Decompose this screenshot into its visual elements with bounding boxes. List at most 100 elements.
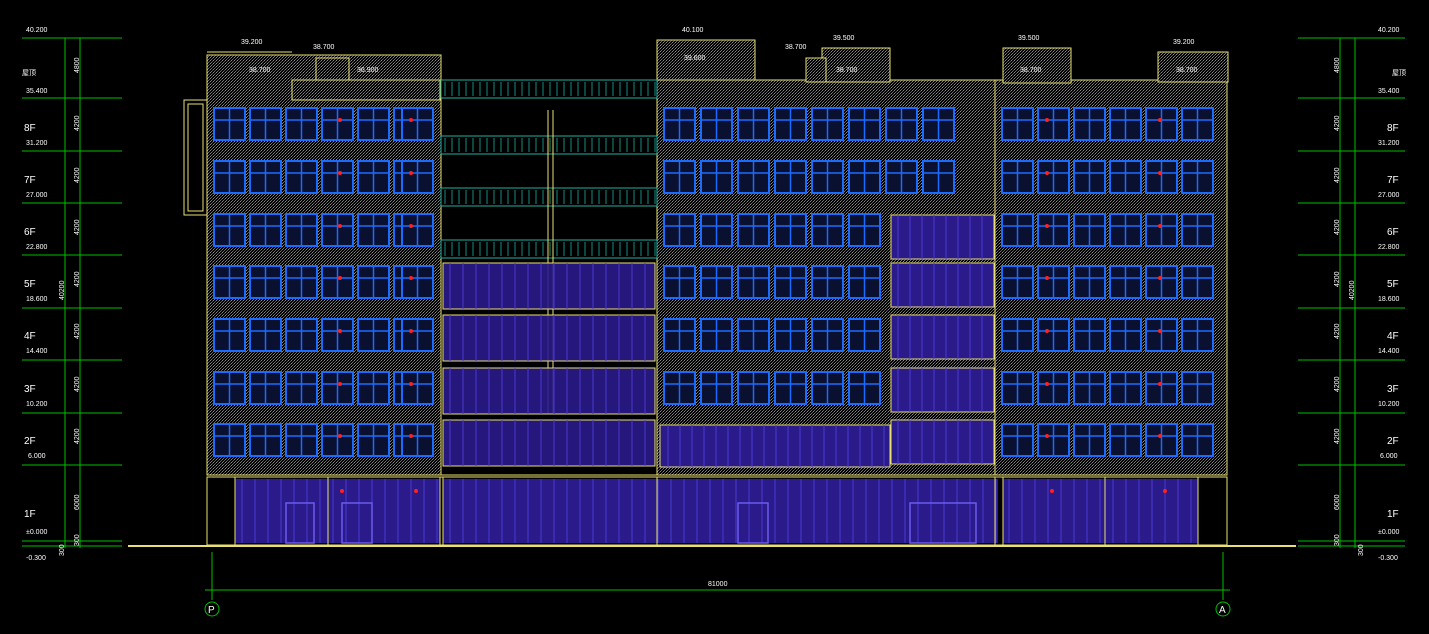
side-balcony-frame [183,99,208,216]
left-elev-9: ±0.000 [26,529,47,536]
door-marker [1163,489,1167,493]
roof-tag-7-bottom: 38.700 [1176,67,1198,74]
hatched-wall [1002,47,1072,84]
left-elev-0: 40.200 [26,27,48,34]
right-dim-0: 4800 [1334,57,1341,73]
right-floor-7f: 7F [1387,175,1399,186]
entrance-door [737,502,769,544]
railing-band [440,135,658,155]
storefront-glass [443,479,998,543]
window-marker [409,224,413,228]
right-total-dim: 40200 [1349,280,1356,300]
atrium-curtain-wall [442,314,656,362]
storefront-glass [235,479,440,543]
left-floor-8f: 8F [24,123,36,134]
window-marker [409,118,413,122]
right-elev-2: 31.200 [1378,140,1400,147]
left-floor-1f: 1F [24,509,36,520]
entrance-door [341,502,373,544]
axis-bubble-right[interactable] [1215,601,1231,617]
left-elev-10: -0.300 [26,555,46,562]
roof-tag-5-bottom: 38.700 [836,67,858,74]
left-floor-4f: 4F [24,331,36,342]
left-floor-7f: 7F [24,175,36,186]
roof-tag-0-top: 39.200 [241,39,263,46]
left-floor-2f: 2F [24,436,36,447]
window-marker [338,171,342,175]
right-dim-7: 4200 [1334,428,1341,444]
right-elev-9: ±0.000 [1378,529,1399,536]
atrium-curtain-wall [442,367,656,415]
window-marker [1045,118,1049,122]
right-elev-4: 22.800 [1378,244,1400,251]
mid-curtain-wall [890,262,995,308]
roof-tag-7-top: 39.200 [1173,39,1195,46]
right-dim-9b: 300 [1358,544,1365,556]
left-elev-1: 35.400 [26,88,48,95]
mid-curtain-wall [890,214,995,260]
window-marker [409,276,413,280]
window-marker [1158,329,1162,333]
right-floor-3f: 3F [1387,384,1399,395]
window-marker [338,118,342,122]
hatched-wall [315,57,350,83]
window-marker [1045,329,1049,333]
right-elev-7: 10.200 [1378,401,1400,408]
right-dim-2: 4200 [1334,167,1341,183]
window-marker [409,382,413,386]
right-dim-6: 4200 [1334,376,1341,392]
entrance-door [909,502,977,544]
left-floor-roof: 屋顶 [22,69,36,77]
left-total-dim: 40200 [59,280,66,300]
right-vertical-dims: 4800 4200 4200 4200 4200 4200 4200 4200 … [1334,57,1365,556]
left-elev-5: 18.600 [26,296,48,303]
window-marker [1158,171,1162,175]
window-marker [1045,434,1049,438]
right-elev-5: 18.600 [1378,296,1400,303]
right-elev-8: 6.000 [1380,453,1398,460]
right-dim-9: 300 [1334,534,1341,546]
atrium-curtain-wall [442,419,656,467]
right-floor-5f: 5F [1387,279,1399,290]
left-dim-7: 4200 [74,428,81,444]
railing-band [440,187,658,207]
window-marker [1158,224,1162,228]
axis-bubble-left[interactable] [204,601,220,617]
door-marker [414,489,418,493]
right-floor-6f: 6F [1387,227,1399,238]
mid-curtain-wall [890,419,995,465]
mid-curtain-wall [890,314,995,360]
building-elevation [183,39,1229,546]
right-elev-10: -0.300 [1378,555,1398,562]
second-floor-curtain-band [659,424,891,468]
side-balcony-frame-inner [187,103,204,212]
right-elev-0: 40.200 [1378,27,1400,34]
left-floor-5f: 5F [24,279,36,290]
roof-tag-5-top: 39.500 [833,35,855,42]
window-marker [1045,276,1049,280]
right-floor-roof: 屋顶 [1392,69,1406,77]
right-floor-2f: 2F [1387,436,1399,447]
left-elev-7: 10.200 [26,401,48,408]
width-dim-text: 81000 [708,581,728,588]
roof-tag-6-top: 39.500 [1018,35,1040,42]
right-floor-4f: 4F [1387,331,1399,342]
window-marker [338,224,342,228]
left-dim-2: 4200 [74,167,81,183]
right-dim-8: 6000 [1334,494,1341,510]
right-dim-1: 4200 [1334,115,1341,131]
atrium-curtain-wall [442,262,656,310]
window-marker [409,171,413,175]
door-marker [1050,489,1054,493]
window-marker [1045,171,1049,175]
railing-band [440,239,658,259]
window-marker [1158,118,1162,122]
left-floor-6f: 6F [24,227,36,238]
left-elev-4: 22.800 [26,244,48,251]
right-floor-1f: 1F [1387,509,1399,520]
mid-curtain-wall [890,367,995,413]
roof-tag-3-top: 40.100 [682,27,704,34]
right-dim-4: 4200 [1334,271,1341,287]
